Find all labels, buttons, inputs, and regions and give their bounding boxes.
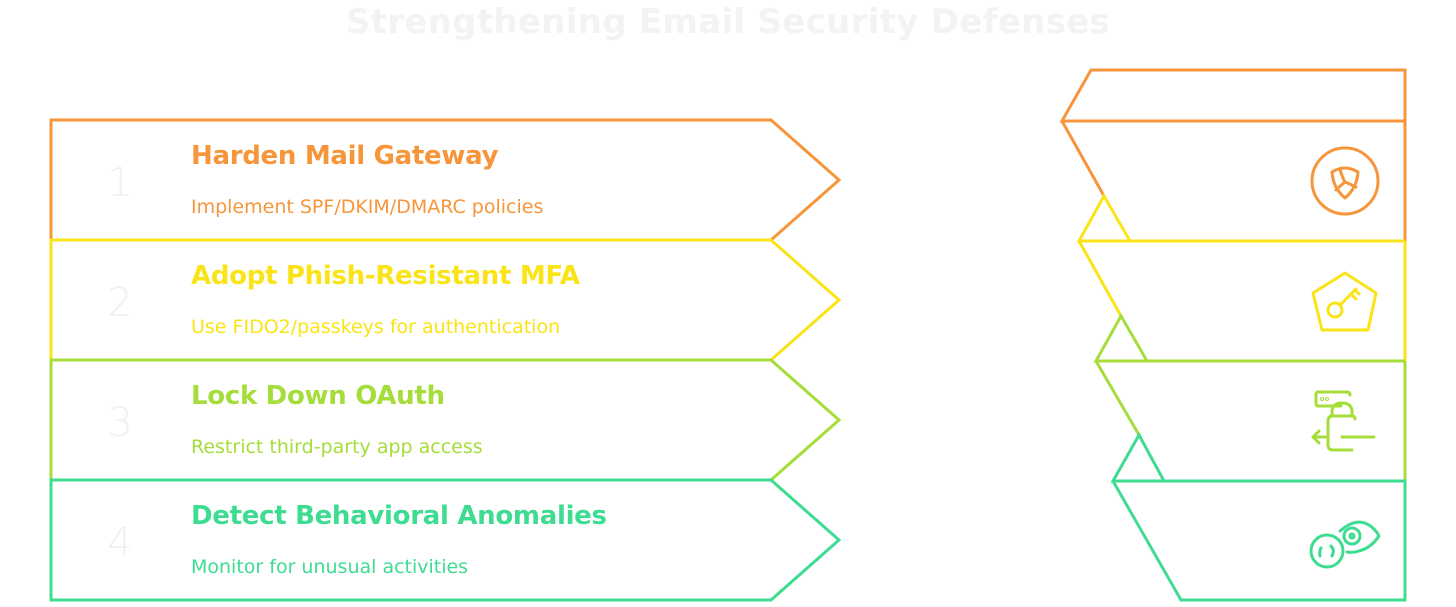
step-4-description: Monitor for unusual activities [191,556,469,578]
step-1-arrow [49,118,842,242]
shield-circle-icon [1310,146,1380,216]
step-3-arrow [49,358,842,482]
step-1-description: Implement SPF/DKIM/DMARC policies [191,196,544,218]
step-2-number: 2 [107,280,133,326]
step-1-cap [1059,68,1407,123]
key-pentagon-icon [1311,271,1378,332]
step-3-panel [1093,312,1405,363]
eye-monitor-icon [1309,520,1381,569]
step-1-panel [1060,120,1106,197]
step-1-number: 1 [107,160,133,206]
step-2-arrow [49,238,842,362]
page-title: Strengthening Email Security Defenses [345,2,1111,42]
step-4-panel [1110,431,1407,602]
step-4-title: Detect Behavioral Anomalies [191,501,607,531]
step-3-number: 3 [107,400,133,446]
lock-access-icon [1311,390,1376,452]
step-2-panel [1076,192,1405,243]
step-4-arrow [49,478,842,602]
step-3-description: Restrict third-party app access [191,436,483,458]
step-2-title: Adopt Phish-Resistant MFA [191,261,580,291]
step-4-number: 4 [107,520,133,566]
step-1-title: Harden Mail Gateway [191,141,499,171]
step-3-title: Lock Down OAuth [191,381,445,411]
step-2-description: Use FIDO2/passkeys for authentication [191,316,561,338]
